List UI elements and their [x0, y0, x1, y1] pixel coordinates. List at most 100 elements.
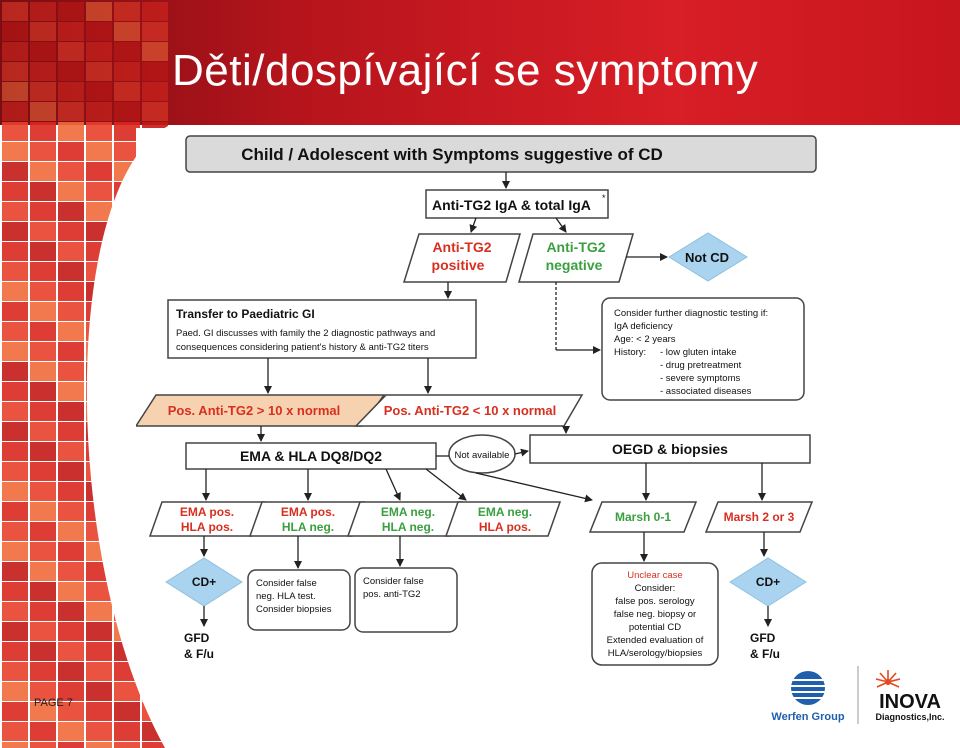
mosaic-tile: [114, 702, 140, 721]
mosaic-tile: [2, 502, 28, 521]
mosaic-tile: [86, 602, 112, 621]
marsh-2-3-box: [704, 501, 814, 533]
mosaic-tile: [58, 42, 84, 61]
unclear-line1: Consider:: [635, 583, 676, 594]
mosaic-tile: [30, 542, 56, 561]
cd-plus-left-label: CD+: [192, 575, 216, 589]
mosaic-tile: [86, 642, 112, 661]
mosaic-tile: [2, 542, 28, 561]
mosaic-tile: [2, 462, 28, 481]
mosaic-tile: [86, 582, 112, 601]
mosaic-tile: [30, 222, 56, 241]
positive-line2: positive: [432, 257, 485, 273]
mosaic-tile: [30, 402, 56, 421]
top-box-label: Child / Adolescent with Symptoms suggest…: [241, 145, 663, 164]
mosaic-tile: [58, 502, 84, 521]
mosaic-tile: [2, 22, 28, 41]
mosaic-tile: [114, 102, 140, 121]
mosaic-tile: [58, 702, 84, 721]
gfd-right-line2: & F/u: [750, 647, 780, 661]
mosaic-tile: [2, 722, 28, 741]
r3-line1: EMA neg.: [381, 505, 435, 519]
mosaic-tile: [114, 82, 140, 101]
mosaic-tile: [2, 62, 28, 81]
negative-line2: negative: [546, 257, 603, 273]
r2-line2: HLA neg.: [282, 520, 334, 534]
transfer-box: [167, 299, 477, 359]
mosaic-tile: [2, 482, 28, 501]
top-box: [185, 135, 817, 173]
mosaic-tile: [2, 582, 28, 601]
mosaic-tile: [2, 262, 28, 281]
false-tg2-box: [354, 567, 458, 633]
mosaic-tile: [2, 362, 28, 381]
marsh01-label: Marsh 0-1: [615, 510, 671, 524]
pos-low-label: Pos. Anti-TG2 < 10 x normal: [384, 403, 557, 418]
mosaic-tile: [30, 362, 56, 381]
mosaic-tile: [142, 22, 168, 41]
mosaic-tile: [2, 102, 28, 121]
mosaic-tile: [58, 722, 84, 741]
mosaic-tile: [30, 482, 56, 501]
r2-line1: EMA pos.: [281, 505, 335, 519]
mosaic-tile: [86, 622, 112, 641]
mosaic-tile: [30, 282, 56, 301]
test-box-footnote-mark: *: [602, 193, 606, 203]
unclear-line4: potential CD: [629, 622, 681, 633]
mosaic-tile: [30, 622, 56, 641]
false-tg2-line2: pos. anti-TG2: [363, 589, 421, 600]
mosaic-tile: [2, 702, 28, 721]
mosaic-tile: [58, 362, 84, 381]
mosaic-tile: [30, 562, 56, 581]
mosaic-tile: [2, 162, 28, 181]
anti-tg2-negative-box: [518, 233, 634, 283]
ema-hla-box: [185, 442, 437, 470]
transfer-text-2: consequences considering patient's histo…: [176, 342, 429, 353]
mosaic-tile: [86, 82, 112, 101]
mosaic-tile: [2, 522, 28, 541]
mosaic-tile: [114, 62, 140, 81]
unclear-line2: false pos. serology: [615, 596, 694, 607]
consider-line-4: - low gluten intake: [660, 347, 737, 358]
mosaic-tile: [2, 742, 28, 748]
mosaic-tile: [2, 2, 28, 21]
mosaic-tile: [86, 42, 112, 61]
werfen-text: Werfen Group: [771, 711, 844, 723]
mosaic-tile: [2, 382, 28, 401]
mosaic-tile: [2, 302, 28, 321]
mosaic-tile: [142, 2, 168, 21]
oegd-box: [529, 434, 811, 464]
mosaic-tile: [142, 742, 168, 748]
consider-line-2: Age: < 2 years: [614, 334, 676, 345]
transfer-title: Transfer to Paediatric GI: [176, 307, 315, 321]
mosaic-tile: [142, 42, 168, 61]
mosaic-tile: [2, 682, 28, 701]
false-hla-box: [247, 569, 351, 631]
pos-high-label: Pos. Anti-TG2 > 10 x normal: [168, 403, 341, 418]
mosaic-tile: [114, 722, 140, 741]
mosaic-tile: [2, 182, 28, 201]
mosaic-tile: [30, 602, 56, 621]
mosaic-tile: [58, 142, 84, 161]
unclear-line3: false neg. biopsy or: [614, 609, 696, 620]
mosaic-tile: [2, 422, 28, 441]
mosaic-tile: [2, 222, 28, 241]
mosaic-tile: [58, 442, 84, 461]
werfen-logo: Werfen Group: [771, 671, 845, 723]
consider-line-1: IgA deficiency: [614, 321, 673, 332]
positive-line1: Anti-TG2: [432, 239, 491, 255]
page-number: PAGE 7: [34, 697, 73, 709]
false-hla-line1: Consider false: [256, 578, 317, 589]
mosaic-tile: [30, 262, 56, 281]
mosaic-tile: [58, 542, 84, 561]
mosaic-tile: [30, 742, 56, 748]
inova-text: INOVA: [879, 691, 941, 713]
page-title: Děti/dospívající se symptomy: [172, 46, 759, 95]
mosaic-tile: [2, 42, 28, 61]
cd-plus-right-label: CD+: [756, 575, 780, 589]
mosaic-tile: [2, 402, 28, 421]
mosaic-tile: [2, 342, 28, 361]
mosaic-tile: [86, 742, 112, 748]
mosaic-tile: [58, 662, 84, 681]
mosaic-tile: [30, 242, 56, 261]
